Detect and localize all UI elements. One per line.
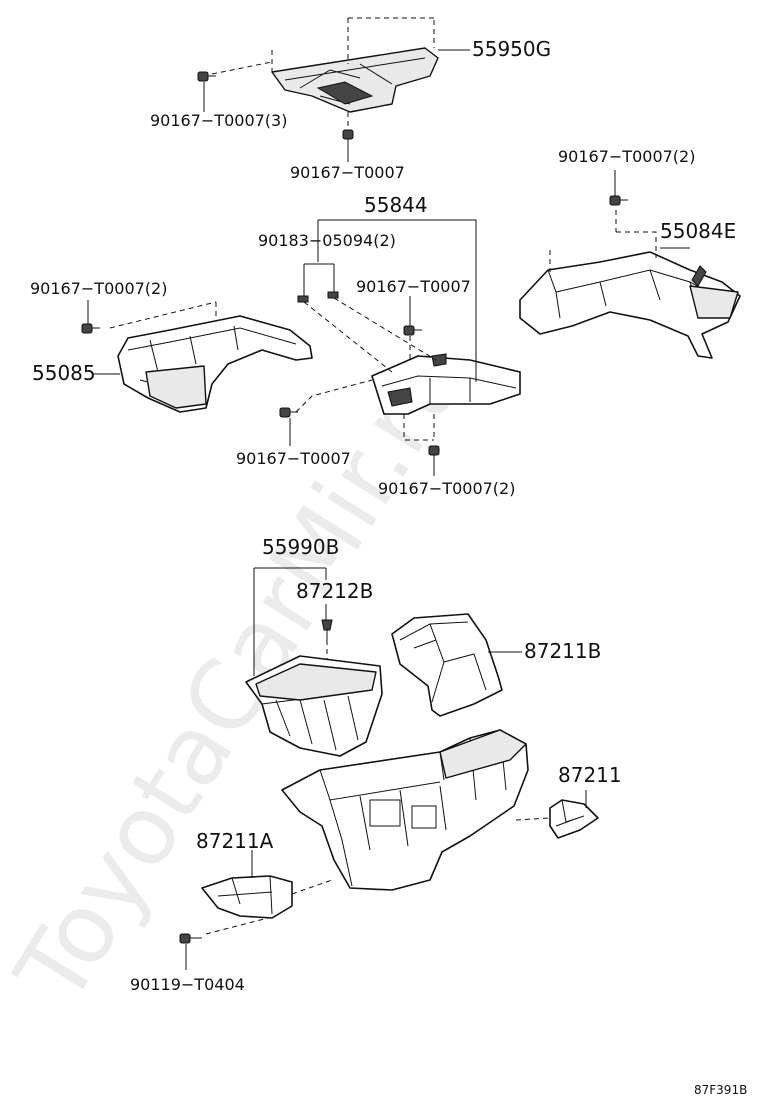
part-87211b[interactable] — [391, 613, 503, 717]
label-87211b: 87211B — [524, 639, 601, 663]
bolt-90167-t0007-center[interactable] — [403, 325, 422, 336]
clip-90183-05094-a[interactable] — [297, 295, 309, 303]
label-87212b: 87212B — [296, 579, 373, 603]
label-90167-t0007-center: 90167−T0007 — [356, 277, 471, 296]
part-55084e[interactable] — [519, 251, 741, 359]
label-90167-t0007-2-bottom: 90167−T0007(2) — [378, 479, 515, 498]
clip-90183-05094-b[interactable] — [327, 291, 339, 299]
part-55085[interactable] — [117, 315, 313, 413]
label-90167-t0007-3: 90167−T0007(3) — [150, 111, 287, 130]
bolt-90167-t0007-top[interactable] — [342, 129, 354, 148]
label-55084e: 55084E — [660, 219, 736, 243]
label-90167-t0007-top: 90167−T0007 — [290, 163, 405, 182]
screw-90119-t0404[interactable] — [179, 933, 202, 944]
bolt-90167-t0007-lower-left[interactable] — [279, 407, 298, 418]
label-87211: 87211 — [558, 763, 622, 787]
part-55844[interactable] — [371, 353, 521, 415]
bolt-90167-t0007-2-bottom[interactable] — [428, 445, 440, 464]
label-55990b: 55990B — [262, 535, 339, 559]
bolt-90167-t0007-3[interactable] — [197, 71, 216, 82]
label-90183-05094-2: 90183−05094(2) — [258, 231, 396, 250]
clip-87212b[interactable] — [321, 619, 333, 640]
part-87211a[interactable] — [201, 875, 293, 919]
label-55844: 55844 — [364, 193, 428, 217]
bolt-90167-t0007-2-left[interactable] — [81, 323, 100, 334]
label-90167-t0007-lower-left: 90167−T0007 — [236, 449, 351, 468]
part-87211[interactable] — [549, 799, 599, 839]
heater-unit-assembly — [281, 729, 529, 891]
label-90167-t0007-2-right: 90167−T0007(2) — [558, 147, 695, 166]
label-90167-t0007-2-left: 90167−T0007(2) — [30, 279, 167, 298]
label-87211a: 87211A — [196, 829, 274, 853]
diagram-code: 87F391B — [694, 1083, 747, 1097]
part-55990b[interactable] — [245, 655, 383, 757]
label-90119-t0404: 90119−T0404 — [130, 975, 245, 994]
label-55085: 55085 — [32, 361, 96, 385]
label-55950g: 55950G — [472, 37, 551, 61]
part-55950g[interactable] — [271, 47, 439, 113]
bolt-90167-t0007-2-right[interactable] — [609, 195, 628, 206]
